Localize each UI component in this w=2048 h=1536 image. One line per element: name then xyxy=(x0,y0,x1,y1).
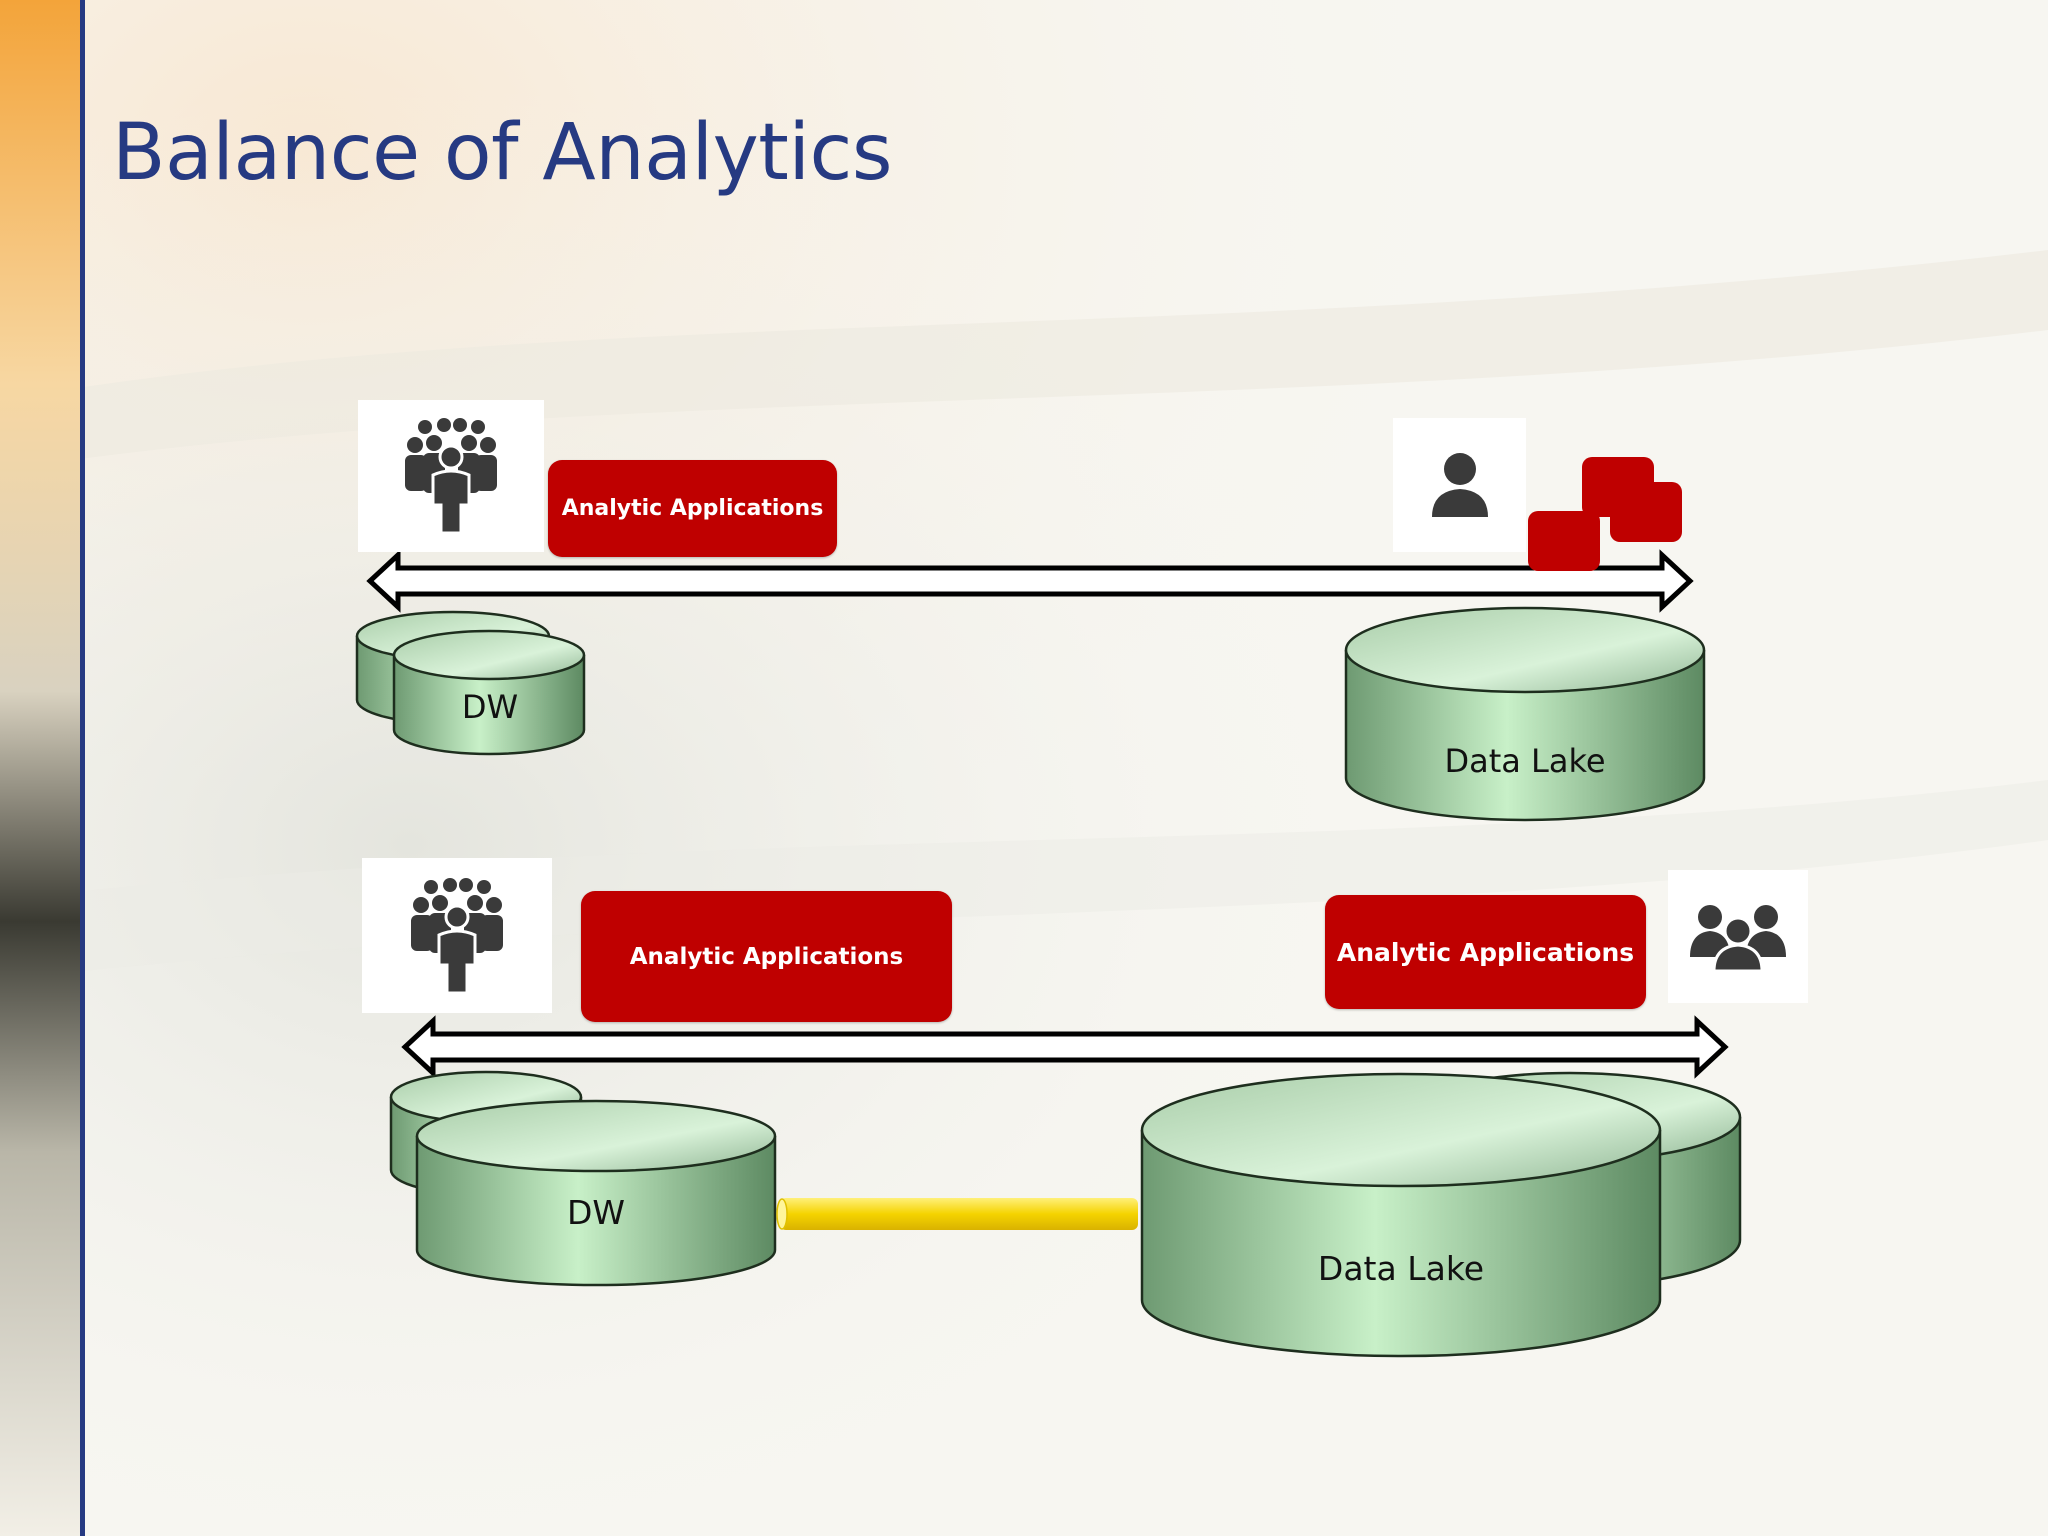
bottom-right-analytic-applications-button[interactable]: Analytic Applications xyxy=(1325,895,1646,1009)
top-data-lake-label: Data Lake xyxy=(1444,742,1605,780)
dw-to-lake-connector xyxy=(776,1198,1138,1230)
top-dw-label: DW xyxy=(462,688,518,726)
user-group-small-icon xyxy=(1690,904,1786,972)
bottom-double-arrow xyxy=(401,1015,1729,1079)
bottom-dw-label: DW xyxy=(567,1193,625,1232)
top-data-lake-cylinder: Data Lake xyxy=(1344,606,1706,822)
bottom-left-analytic-applications-button[interactable]: Analytic Applications xyxy=(581,891,952,1022)
top-analytic-applications-button[interactable]: Analytic Applications xyxy=(548,460,837,557)
bottom-dw-cylinder: DW xyxy=(415,1099,777,1287)
user-group-large-icon xyxy=(405,418,497,535)
top-right-user-box xyxy=(1393,418,1526,552)
top-left-user-group-box xyxy=(358,400,544,552)
single-user-icon xyxy=(1431,453,1488,517)
slide-title: Balance of Analytics xyxy=(112,108,893,198)
bottom-data-lake-cylinder: Data Lake xyxy=(1140,1072,1662,1358)
top-dw-cylinder: DW xyxy=(392,629,586,756)
user-group-large-icon xyxy=(411,877,503,994)
top-double-arrow xyxy=(366,549,1694,613)
bottom-left-user-group-box xyxy=(362,858,552,1013)
bottom-right-user-group-box xyxy=(1668,870,1808,1003)
app-blocks-icon xyxy=(1528,457,1682,571)
bottom-data-lake-label: Data Lake xyxy=(1318,1249,1484,1288)
